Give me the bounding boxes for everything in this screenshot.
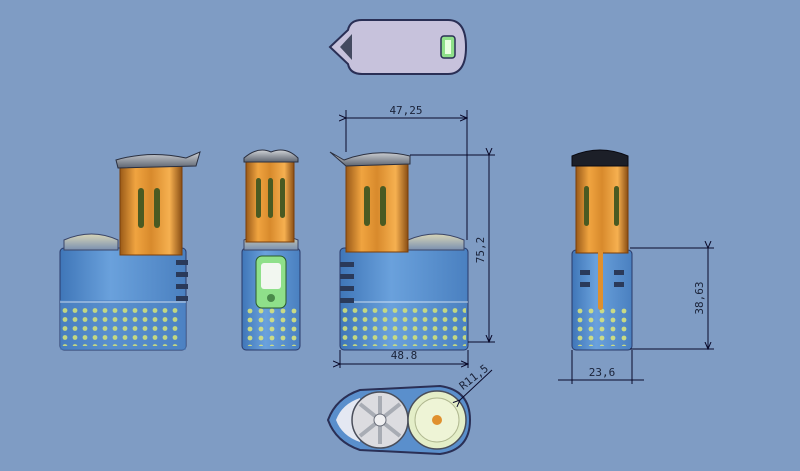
dim-radius: R11,5 — [457, 362, 491, 393]
dim-side-width: 23,6 — [589, 366, 616, 379]
left-view — [59, 151, 201, 351]
dimension-lines — [340, 110, 714, 400]
narrow-side-view — [241, 149, 301, 351]
bottom-view — [326, 384, 472, 456]
top-view — [328, 19, 468, 75]
dim-side-height: 38,63 — [693, 281, 706, 314]
right-view — [571, 149, 633, 351]
front-view — [329, 151, 469, 351]
dim-top-width: 47,25 — [389, 104, 422, 117]
dim-base-width: 48.8 — [391, 349, 418, 362]
dim-height: 75,2 — [474, 237, 487, 264]
